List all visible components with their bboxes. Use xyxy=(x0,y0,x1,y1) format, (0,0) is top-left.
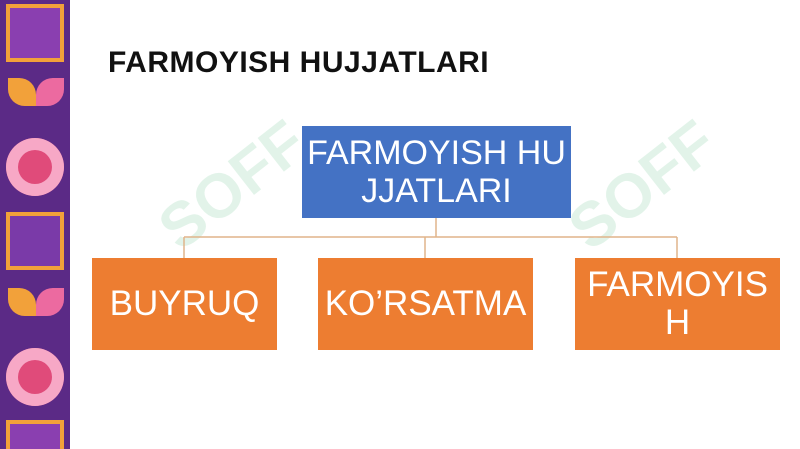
child-node-buyruq: BUYRUQ xyxy=(92,258,277,350)
sidebar-leaf-1 xyxy=(8,78,36,106)
root-node: FARMOYISH HUJJATLARI xyxy=(302,126,571,218)
decorative-sidebar xyxy=(0,0,70,449)
sidebar-square-3 xyxy=(6,420,64,449)
sidebar-square-2 xyxy=(6,212,64,270)
slide-title: FARMOYISH HUJJATLARI xyxy=(108,46,490,79)
sidebar-square-1 xyxy=(6,4,64,62)
child-node-farmoyish: FARMOYISH xyxy=(575,258,780,350)
sidebar-circle-1 xyxy=(6,138,64,196)
sidebar-circle-2 xyxy=(6,348,64,406)
child-node-korsatma: KO’RSATMA xyxy=(318,258,533,350)
sidebar-leaf-3 xyxy=(8,288,36,316)
